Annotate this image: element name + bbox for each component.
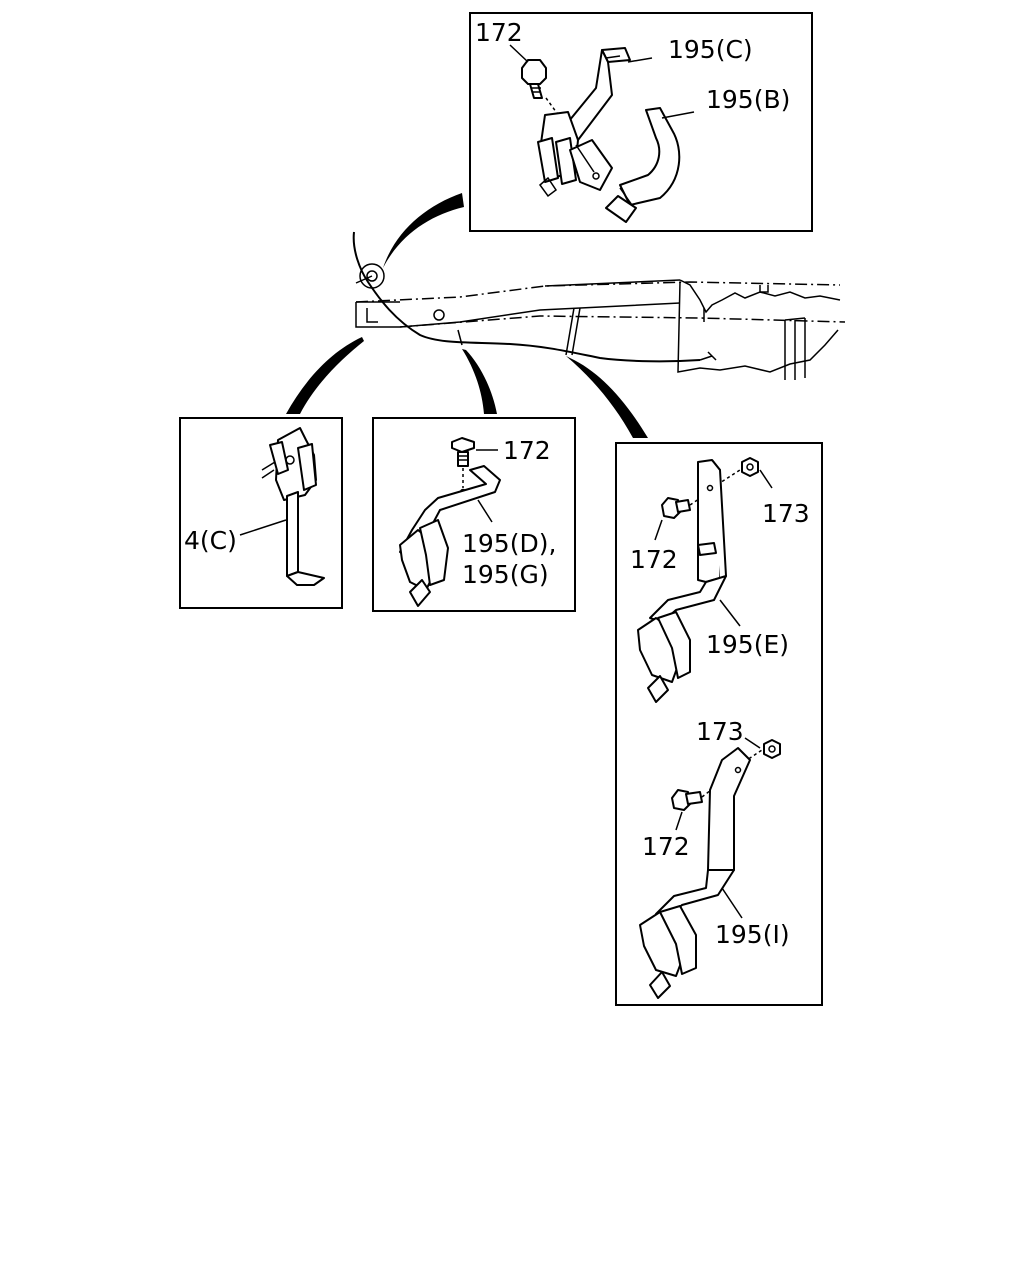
detail-box-right: 173 172 195(E) 173 172 195(I) — [615, 442, 823, 1006]
nut-icon — [763, 739, 781, 759]
callout-right-bolt-1: 172 — [630, 545, 678, 574]
callout-top-clip-b: 195(B) — [706, 85, 790, 114]
callout-top-clip-c: 195(C) — [668, 35, 753, 64]
callout-top-bolt: 172 — [475, 18, 523, 47]
clip-195b-icon — [569, 107, 681, 223]
callout-right-nut-2: 173 — [696, 717, 744, 746]
callout-right-clip-i: 195(I) — [715, 920, 790, 949]
nut-icon — [741, 457, 759, 477]
detail-box-middle: 172 195(D), 195(G) — [372, 417, 576, 612]
callout-left-bracket: 4(C) — [184, 526, 237, 555]
bolt-icon — [451, 437, 475, 467]
clip-195e-icon — [637, 459, 727, 703]
callout-right-clip-e: 195(E) — [706, 630, 789, 659]
callout-right-bolt-2: 172 — [642, 832, 690, 861]
callout-right-nut-1: 173 — [762, 499, 810, 528]
frame-rail-overview — [352, 231, 846, 380]
detail-box-top: 172 195(C) 195(B) — [469, 12, 813, 232]
bracket-4c-icon — [261, 427, 325, 586]
callout-pointers — [286, 193, 648, 438]
bolt-icon — [671, 789, 703, 811]
callout-mid-bolt: 172 — [503, 436, 551, 465]
clip-195i-icon — [639, 747, 751, 999]
callout-mid-clip-g: 195(G) — [462, 560, 549, 589]
clip-195d-icon — [399, 465, 501, 607]
callout-mid-clip-d: 195(D), — [462, 529, 556, 558]
bolt-icon — [521, 59, 547, 99]
detail-box-left: 4(C) — [179, 417, 343, 609]
bolt-icon — [661, 497, 691, 519]
